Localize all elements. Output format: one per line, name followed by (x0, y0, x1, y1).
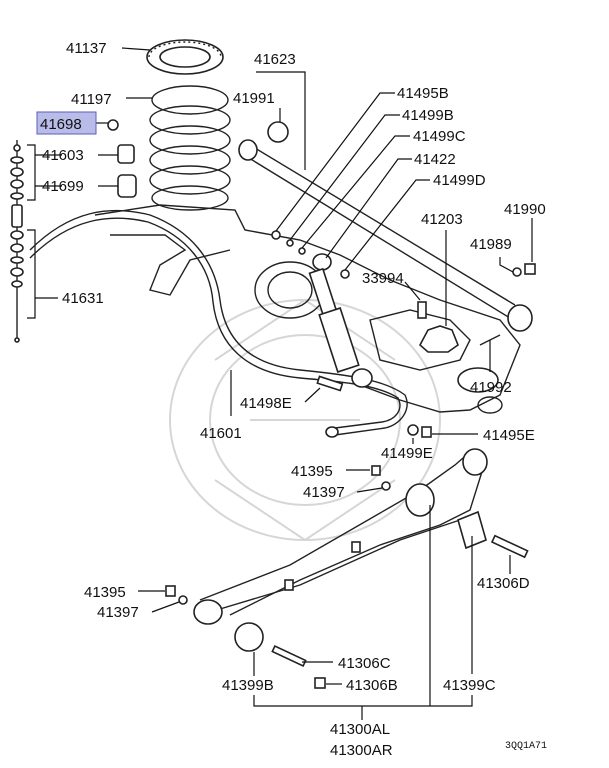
label-41603[interactable]: 41603 (42, 147, 84, 164)
bump-stopper (418, 325, 459, 353)
label-41631[interactable]: 41631 (62, 290, 104, 307)
label-41992[interactable]: 41992 (470, 379, 512, 396)
label-41991[interactable]: 41991 (233, 90, 275, 107)
label-41137[interactable]: 41137 (66, 40, 107, 57)
label-41623[interactable]: 41623 (254, 51, 296, 68)
axle-housing (94, 204, 521, 414)
bolt-41498e (316, 375, 344, 392)
washer-41397 (381, 481, 391, 491)
shock-absorber (308, 253, 373, 388)
washer-41397-left (178, 595, 188, 605)
label-41395-upper[interactable]: 41395 (291, 463, 333, 480)
label-41699[interactable]: 41699 (42, 178, 84, 195)
label-41499d[interactable]: 41499D (433, 172, 486, 189)
label-41300ar[interactable]: 41300AR (330, 742, 393, 759)
nut-41395-left (165, 585, 176, 597)
diagram-code: 3QQ1A71 (505, 741, 547, 752)
watermark-emblem (169, 298, 441, 542)
label-41306c[interactable]: 41306C (338, 655, 391, 672)
bushing-41399c (457, 510, 487, 550)
label-41395-lower[interactable]: 41395 (84, 584, 126, 601)
label-41499b[interactable]: 41499B (402, 107, 454, 124)
label-41498e[interactable]: 41498E (240, 395, 292, 412)
label-41989[interactable]: 41989 (470, 236, 512, 253)
label-41601[interactable]: 41601 (200, 425, 242, 442)
bolt-41698 (107, 119, 119, 131)
label-41397-lower[interactable]: 41397 (97, 604, 139, 621)
bushing-41699 (117, 174, 137, 198)
label-41399c[interactable]: 41399C (443, 677, 496, 694)
label-41397-upper[interactable]: 41397 (303, 484, 345, 501)
bushing-41399b (234, 622, 264, 652)
nut-41395 (371, 465, 381, 476)
upper-arm (238, 121, 533, 332)
washer-41989 (512, 267, 522, 277)
label-41698[interactable]: 41698 (40, 116, 82, 133)
label-41306d[interactable]: 41306D (477, 575, 530, 592)
nut-41495b (271, 230, 281, 240)
washer-41499c (298, 247, 306, 255)
label-41300al[interactable]: 41300AL (330, 721, 390, 738)
stabilizer-link-stack (10, 140, 36, 343)
bolt-33994 (417, 301, 427, 319)
washer-41499b (286, 239, 294, 247)
label-41203[interactable]: 41203 (421, 211, 463, 228)
nut-41990 (524, 263, 536, 275)
label-41495e[interactable]: 41495E (483, 427, 535, 444)
washer-41499d (340, 269, 350, 279)
bushing-41603 (117, 144, 135, 164)
label-41422[interactable]: 41422 (414, 151, 456, 168)
label-41197[interactable]: 41197 (71, 91, 112, 108)
label-41306b[interactable]: 41306B (346, 677, 398, 694)
nut-41495e (421, 426, 432, 438)
label-41499e[interactable]: 41499E (381, 445, 433, 462)
leader-lines (35, 47, 533, 720)
label-41499c[interactable]: 41499C (413, 128, 466, 145)
washer-41499e (407, 424, 419, 436)
label-41399b[interactable]: 41399B (222, 677, 274, 694)
coil-spring-assembly (146, 39, 231, 211)
nut-41306b (314, 677, 326, 689)
label-41990[interactable]: 41990 (504, 201, 546, 218)
bolt-41306d (490, 534, 529, 559)
bolt-41306c (271, 645, 307, 667)
label-41495b[interactable]: 41495B (397, 85, 449, 102)
lower-arm (193, 448, 488, 625)
highlight-box (36, 111, 97, 135)
label-33994[interactable]: 33994 (362, 270, 404, 287)
stabilizer-bar (29, 209, 408, 438)
